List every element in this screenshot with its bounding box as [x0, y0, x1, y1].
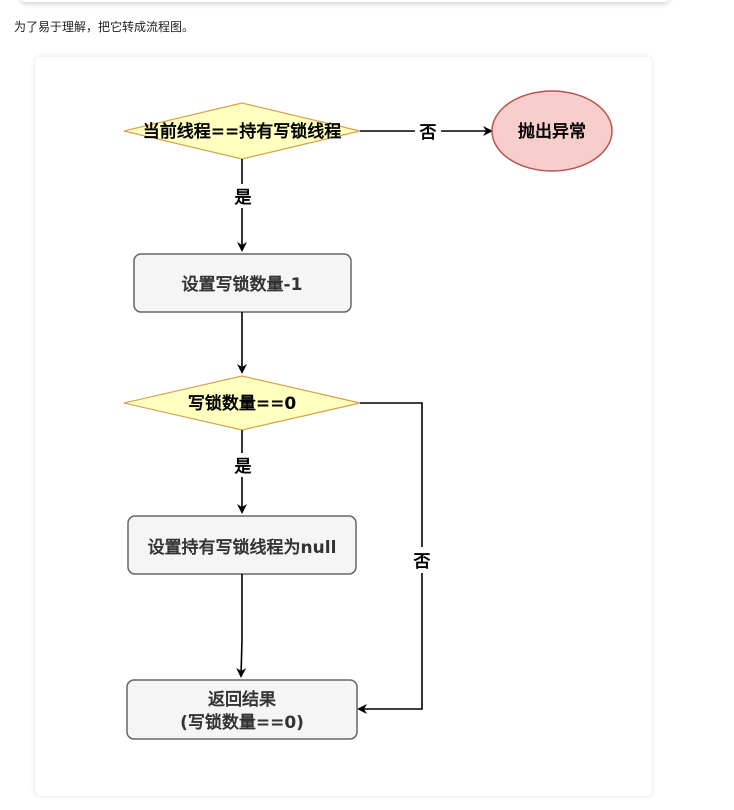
- edge-label-yes-1-bg: [230, 184, 256, 208]
- return-node-label-line2: (写锁数量==0): [180, 712, 304, 733]
- decision-owner-label: 当前线程==持有写锁线程: [143, 121, 342, 142]
- decision-zero-label: 写锁数量==0: [188, 393, 296, 414]
- edge-label-yes-2: 是: [235, 457, 252, 477]
- previous-block-edge: [20, 0, 670, 2]
- set-null-node-label: 设置持有写锁线程为null: [148, 537, 337, 558]
- edge-label-no-1: 否: [419, 123, 437, 143]
- flowchart-card: [35, 57, 652, 796]
- set-count-node-label: 设置写锁数量-1: [182, 274, 303, 295]
- edge-label-yes-2-bg: [230, 453, 256, 477]
- edge-label-no-2: 否: [413, 552, 431, 572]
- exception-node-label: 抛出异常: [518, 121, 586, 142]
- return-node-shape: [126, 679, 358, 740]
- intro-text: 为了易于理解，把它转成流程图。: [14, 20, 195, 34]
- edge-label-no-1-bg: [415, 120, 441, 142]
- exception-node-shape: [491, 90, 613, 172]
- edge-label-no-2-bg: [409, 547, 435, 573]
- return-node-label-line1: 返回结果: [208, 689, 276, 710]
- edge-label-yes-1: 是: [235, 188, 252, 208]
- edge-set-null-to-return: [236, 574, 247, 678]
